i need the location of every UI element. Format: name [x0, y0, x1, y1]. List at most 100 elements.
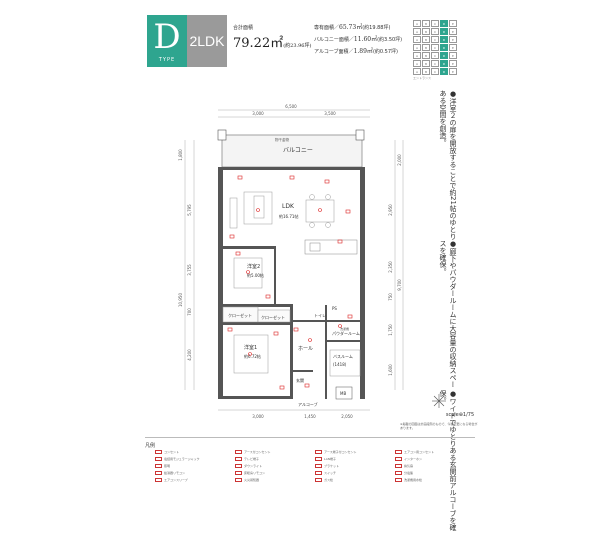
- legend-symbol-icon: [395, 457, 402, 461]
- area-label: 専有面積／: [314, 25, 340, 31]
- legend-label: エアコンスリーブ: [164, 478, 188, 482]
- keyplan-cell: E: [449, 68, 457, 75]
- coffee-table: [253, 195, 265, 219]
- room1-size: 約6.72帖: [244, 353, 261, 359]
- legend-symbol-icon: [315, 478, 322, 482]
- legend: 凡例 コンセントアース付コンセントアース端子付コンセントエアコン用コンセント電話…: [145, 437, 475, 512]
- legend-symbol-icon: [235, 457, 242, 461]
- keyplan-cell: D: [440, 20, 448, 27]
- legend-item: テレビ端子: [235, 457, 315, 461]
- legend-label: 換気扇: [404, 464, 414, 468]
- dim-top-left: 3,000: [252, 111, 264, 116]
- area-value: 1.89㎡: [353, 48, 373, 55]
- keyplan-cell: E: [449, 44, 457, 51]
- keyplan-cell: C: [431, 68, 439, 75]
- dim-right-4: 750: [388, 293, 393, 301]
- dim-top-right: 3,500: [324, 111, 336, 116]
- keyplan-cell: C: [431, 44, 439, 51]
- keyplan-cell: E: [449, 52, 457, 59]
- legend-item: ダウンライト: [235, 464, 315, 468]
- keyplan-cell: E: [449, 60, 457, 67]
- legend-label: ガス栓: [324, 478, 334, 482]
- legend-symbol-icon: [315, 471, 322, 475]
- area-label: アルコーブ面積／: [314, 49, 354, 55]
- keyplan-cell: D: [440, 52, 448, 59]
- keyplan-cell: A: [413, 52, 421, 59]
- legend-label: 給湯器リモコン: [164, 471, 186, 475]
- floor-plan-page: { "header": { "type_letter": "D", "type_…: [145, 15, 478, 531]
- dim-left-3: 3,755: [187, 264, 192, 276]
- keyplan-cell: D: [440, 44, 448, 51]
- legend-symbol-icon: [155, 471, 162, 475]
- legend-symbol-icon: [155, 478, 162, 482]
- legend-symbol-icon: [235, 450, 242, 454]
- keyplan-cell: E: [449, 20, 457, 27]
- legend-label: LAN端子: [324, 457, 337, 461]
- feature-text: 洋室２の扉を開放することで約21帖のゆとりある空間を創造。: [439, 90, 457, 240]
- dim-left-5: 4,200: [187, 349, 192, 361]
- legend-item: アース付コンセント: [235, 450, 315, 454]
- total-area-value: 79.22㎡(約23.96坪): [233, 32, 311, 51]
- area-tsubo: (約0.57坪): [372, 49, 398, 55]
- feature-item: ●洋室２の扉を開放することで約21帖のゆとりある空間を創造。: [439, 90, 457, 240]
- tv-board: [229, 197, 238, 229]
- keyplan-cell: B: [422, 60, 430, 67]
- type-label: TYPE: [158, 57, 176, 63]
- keyplan-cell: A: [413, 28, 421, 35]
- legend-symbol-icon: [235, 464, 242, 468]
- floor-plan-drawing: 6,500 3,000 3,500 3,000 1,450 2,050 1,80…: [178, 104, 404, 419]
- legend-label: 電話用モジュラージャック: [164, 457, 200, 461]
- mb-label: MB: [340, 391, 346, 396]
- bath-size: (1418): [333, 362, 347, 367]
- area-tsubo: (約19.88坪): [362, 25, 391, 31]
- total-area-tsubo: (約23.96坪): [283, 43, 312, 49]
- legend-item: 洗濯機用水栓: [395, 478, 475, 482]
- legend-symbol-icon: [395, 471, 402, 475]
- keyplan-cell: B: [422, 20, 430, 27]
- dim-right-3: 2,350: [388, 261, 393, 273]
- dim-left-1: 1,800: [178, 149, 183, 161]
- bed-room2: [233, 257, 263, 289]
- legend-label: コンセント: [164, 450, 180, 454]
- legend-label: 分電盤: [404, 471, 414, 475]
- legend-item: 換気扇: [395, 464, 475, 468]
- powder-label: パウダールーム: [332, 330, 360, 336]
- alcove-label: アルコーブ: [298, 401, 318, 407]
- total-area-number: 79.22㎡: [233, 36, 284, 51]
- walls: [218, 167, 365, 399]
- balcony-label: バルコニー: [283, 147, 313, 154]
- legend-label: アース端子付コンセント: [324, 450, 357, 454]
- legend-label: ブラケット: [324, 464, 340, 468]
- closet2-label: クローゼット: [261, 314, 285, 320]
- ldk-size: 約16.71帖: [279, 213, 298, 219]
- legend-symbol-icon: [155, 450, 162, 454]
- room2-size: 約5.00帖: [247, 272, 264, 278]
- disclaimer-note: ※掲載の図面は計画段階のもので、今後変更になる場合があります。: [400, 422, 478, 430]
- area-row-balcony: バルコニー面積／11.60㎡(約3.50坪): [314, 34, 402, 46]
- keyplan-cell: C: [431, 60, 439, 67]
- dining-table: [305, 199, 335, 223]
- legend-item: コンセント: [155, 450, 235, 454]
- keyplan-cell: B: [422, 36, 430, 43]
- type-letter: D: [153, 17, 181, 57]
- legend-item: 給湯器リモコン: [155, 471, 235, 475]
- legend-symbol-icon: [155, 464, 162, 468]
- legend-label: スイッチ: [324, 471, 337, 475]
- ldk-label: LDK: [282, 203, 295, 210]
- dim-left-2: 5,795: [187, 204, 192, 216]
- legend-item: スイッチ: [315, 471, 395, 475]
- dim-left-4: 700: [187, 308, 192, 316]
- legend-symbol-icon: [155, 457, 162, 461]
- legend-item: ブラケット: [315, 464, 395, 468]
- legend-label: テレビ端子: [244, 457, 260, 461]
- legend-item: 床暖房リモコン: [235, 471, 315, 475]
- plan-type-badge: 2LDK: [187, 15, 227, 67]
- dim-left-total: 10,950: [178, 293, 183, 307]
- keyplan-cell: C: [431, 28, 439, 35]
